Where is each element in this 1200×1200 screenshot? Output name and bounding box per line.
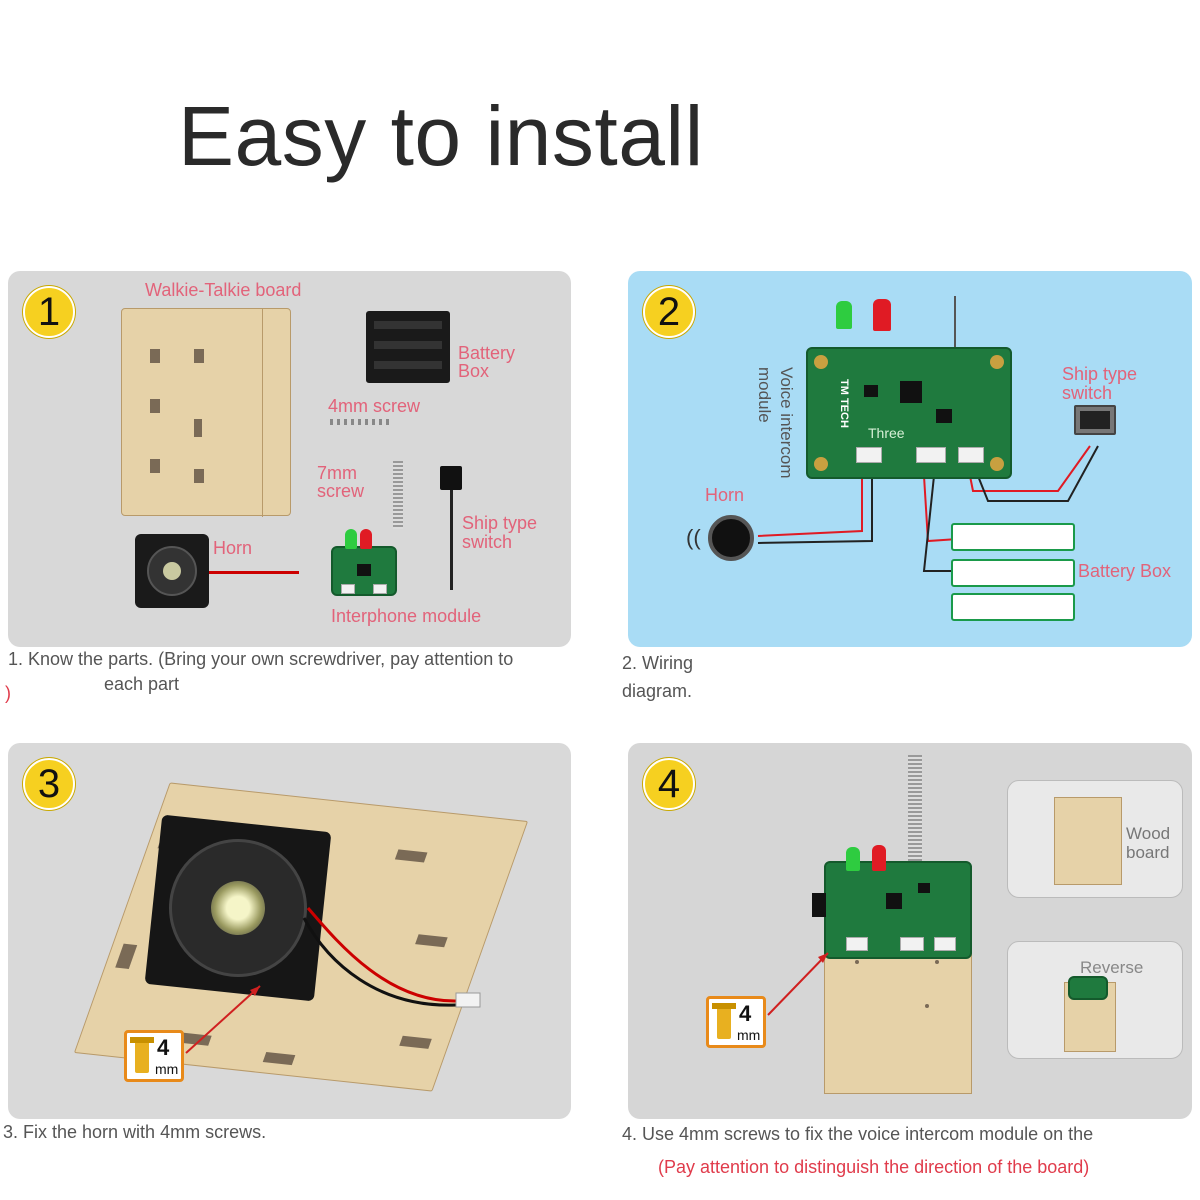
antenna-spring-image [908,755,922,865]
antenna-spring-image [393,461,403,529]
green-led [836,301,852,329]
screw-7mm-label-line2: screw [317,481,365,501]
wood-board-label-line2: board [1126,843,1170,862]
step-4-caption-line2: (Pay attention to distinguish the direct… [658,1157,1090,1177]
step-4-panel: 4 4 mm Wood board Reverse [628,743,1192,1119]
board-brand-text: TM TECH [838,379,850,428]
screw-icon [130,1037,154,1073]
ship-switch-image [812,893,826,917]
step-number-badge: 2 [643,286,695,338]
screw-size-number: 4 [739,1001,752,1026]
step-1-caption-paren: ) [5,683,11,703]
step-4-caption-line1: 4. Use 4mm screws to fix the voice inter… [622,1124,1094,1144]
screw-size-unit: mm [737,1027,761,1043]
horn-speaker-icon [708,515,754,561]
battery-box-image [366,311,450,383]
wood-board-inset [1007,780,1183,898]
ship-switch-label-line2: switch [462,532,513,552]
step-number-badge: 1 [23,286,75,338]
screw-4mm-badge: 4 mm [124,1030,184,1082]
step-3-panel: 3 4 mm [8,743,571,1119]
step-2-panel: 2 TM TECH Three module Voice intercom Sh… [628,271,1192,647]
battery-box-label-line2: Box [458,361,490,381]
walkie-talkie-board-label: Walkie-Talkie board [145,280,302,300]
step-2-caption-line2: diagram. [622,681,693,701]
sound-wave-icon: (( [686,525,701,550]
wiring-lines [757,296,1099,572]
interphone-module-label: Interphone module [331,606,482,626]
switch-wire [450,490,453,590]
step-2-caption-line1: 2. Wiring [622,653,694,673]
board-three-text: Three [868,425,905,441]
battery-box-label: Battery Box [1078,561,1172,581]
horn-label: Horn [705,485,745,505]
voice-intercom-module-board: TM TECH Three [806,347,1012,479]
ship-switch-label-line1: Ship type [462,513,538,533]
step-1-caption-line2: each part [104,674,180,694]
horn-label: Horn [213,538,253,558]
wood-board-label-line1: Wood [1126,824,1171,843]
ship-switch-label-line2: switch [1062,383,1113,403]
voice-intercom-module-board [824,861,972,959]
screw-4mm-image [330,419,390,425]
walkie-talkie-board-image [121,308,291,517]
battery-box-image [951,523,1075,623]
horn-speaker-image [135,534,209,608]
red-led [873,299,891,331]
voice-module-label-line1: Voice intercom [777,367,796,479]
green-led [846,847,860,871]
screw-7mm-label-line1: 7mm [317,463,357,483]
horn-wire-and-arrow [185,907,481,1054]
step-1-panel: 1 Walkie-Talkie board Battery Box 4mm sc… [8,271,571,647]
screw-4mm-label: 4mm screw [328,396,421,416]
reverse-inset [1007,941,1183,1059]
ship-switch-label-line1: Ship type [1062,364,1138,384]
step-number-badge: 4 [643,758,695,810]
battery-box-label-line1: Battery [458,343,516,363]
step-3-caption: 3. Fix the horn with 4mm screws. [3,1122,267,1142]
screw-size-unit: mm [155,1061,179,1077]
green-led [345,529,357,549]
interphone-module-image [331,546,397,596]
red-led [360,529,372,549]
screw-4mm-badge: 4 mm [706,996,766,1048]
horn-wire [209,571,299,574]
screw-icon [712,1003,736,1039]
page-title: Easy to install [178,89,704,183]
red-led [872,845,886,871]
ship-switch-image [1074,405,1116,435]
voice-module-label-line2: module [755,367,774,423]
step-number-badge: 3 [23,758,75,810]
screw-size-number: 4 [157,1035,170,1060]
reverse-label: Reverse [1080,958,1144,977]
step-1-caption-line1: 1. Know the parts. (Bring your own screw… [8,649,514,669]
screw-arrow [767,952,829,1016]
ship-switch-image [440,466,462,490]
